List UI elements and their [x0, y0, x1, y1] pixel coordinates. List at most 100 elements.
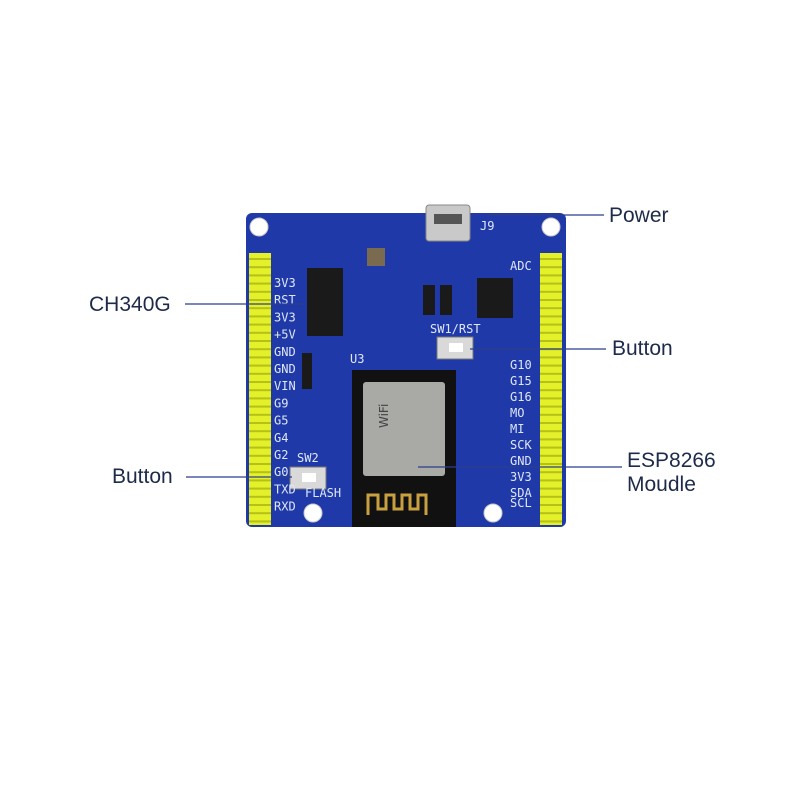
header-pin-ridge	[540, 340, 562, 342]
header-pin-ridge	[540, 430, 562, 433]
esp-shield-can	[363, 382, 445, 476]
header-pin-ridge	[540, 413, 562, 416]
header-pin-ridge	[540, 290, 562, 293]
header-pin-ridge	[540, 381, 562, 383]
diode-d1	[440, 285, 452, 315]
header-pin-ridge	[540, 405, 562, 408]
header-pin-ridge	[249, 348, 271, 351]
header-pin-ridge	[249, 422, 271, 424]
right-pin-label: G16	[510, 390, 532, 404]
header-pin-ridge	[249, 430, 271, 433]
header-pin-ridge	[540, 422, 562, 424]
header-pin-ridge	[540, 512, 562, 515]
mount-hole	[249, 217, 269, 237]
header-pin-ridge	[249, 463, 271, 465]
voltage-regulator	[477, 278, 513, 318]
right-pin-label: G10	[510, 358, 532, 372]
header-pin-ridge	[249, 413, 271, 416]
left-pin-label: GND	[274, 345, 296, 359]
crystal	[367, 248, 385, 266]
button-left-callout: Button	[112, 465, 173, 488]
right-pin-label: ADC	[510, 259, 532, 273]
right-pin-label: SDA	[510, 486, 532, 500]
header-pin-ridge	[249, 299, 271, 301]
left-pin-label: G2	[274, 448, 288, 462]
header-pin-ridge	[249, 356, 271, 359]
pcb-antenna	[366, 493, 428, 515]
u3-label: U3	[350, 352, 364, 366]
right-pin-label: SCL	[510, 496, 532, 510]
header-pin-ridge	[249, 274, 271, 277]
left-pin-label: G9	[274, 396, 288, 410]
header-pin-ridge	[249, 340, 271, 342]
header-pin-ridge	[249, 487, 271, 490]
mount-hole	[483, 503, 503, 523]
button-right-callout: Button	[612, 337, 673, 360]
header-pin-ridge	[249, 495, 271, 498]
flash-label: FLASH	[305, 486, 341, 500]
header-pin-ridge	[540, 520, 562, 523]
right-pin-label: SCK	[510, 438, 532, 452]
header-pin-ridge	[249, 454, 271, 457]
header-pin-ridge	[249, 323, 271, 326]
header-pin-ridge	[249, 405, 271, 408]
mount-hole	[303, 503, 323, 523]
left-pin-label: 3V3	[274, 310, 296, 324]
reset-label: SW1/RST	[430, 322, 481, 336]
header-pin-ridge	[540, 389, 562, 392]
esp8266-callout-line1: ESP8266	[627, 449, 716, 472]
right-pin-header	[540, 253, 562, 525]
header-pin-ridge	[540, 356, 562, 359]
diode-d3	[423, 285, 435, 315]
header-pin-ridge	[249, 364, 271, 367]
header-pin-ridge	[249, 290, 271, 293]
callout-lines	[185, 214, 622, 478]
header-pin-ridge	[540, 364, 562, 367]
left-pin-label: G0	[274, 465, 288, 479]
header-pin-ridge	[249, 372, 271, 375]
header-pin-ridge	[540, 463, 562, 465]
header-pin-ridge	[540, 266, 562, 269]
header-pin-ridge	[540, 479, 562, 482]
right-pin-label: G15	[510, 374, 532, 388]
left-pin-label: VIN	[274, 379, 296, 393]
header-pin-ridge	[249, 389, 271, 392]
header-pin-ridge	[249, 307, 271, 310]
flash-button-cap	[302, 473, 316, 482]
esp8266-callout-line2: Moudle	[627, 473, 696, 496]
header-pin-ridge	[249, 479, 271, 482]
usb-label: J9	[480, 219, 494, 233]
header-pin-ridge	[540, 315, 562, 318]
header-pin-ridge	[540, 397, 562, 400]
power-callout: Power	[609, 204, 669, 227]
header-pin-ridge	[249, 282, 271, 285]
right-pin-label: MI	[510, 422, 524, 436]
diode-d2	[302, 353, 312, 389]
right-pin-label: MO	[510, 406, 524, 420]
ch340g-chip	[307, 268, 343, 336]
header-pin-ridge	[249, 520, 271, 523]
ch340g-callout: CH340G	[89, 293, 171, 316]
header-pin-ridge	[540, 282, 562, 285]
header-pin-ridge	[540, 258, 562, 260]
header-pin-ridge	[540, 274, 562, 277]
header-pin-ridge	[540, 495, 562, 498]
left-pin-label: G4	[274, 431, 288, 445]
mount-hole	[541, 217, 561, 237]
header-pin-ridge	[249, 397, 271, 400]
left-pin-label: GND	[274, 362, 296, 376]
header-pin-ridge	[540, 471, 562, 474]
header-pin-ridge	[540, 446, 562, 449]
header-pin-ridge	[249, 504, 271, 506]
left-pin-label: G5	[274, 414, 288, 428]
usb-port	[434, 214, 462, 224]
header-pin-ridge	[540, 323, 562, 326]
left-pin-label: +5V	[274, 328, 296, 342]
header-pin-ridge	[249, 258, 271, 260]
left-pin-label: RST	[274, 293, 296, 307]
header-pin-ridge	[249, 315, 271, 318]
header-pin-ridge	[540, 307, 562, 310]
header-pin-ridge	[249, 381, 271, 383]
header-pin-ridge	[249, 266, 271, 269]
